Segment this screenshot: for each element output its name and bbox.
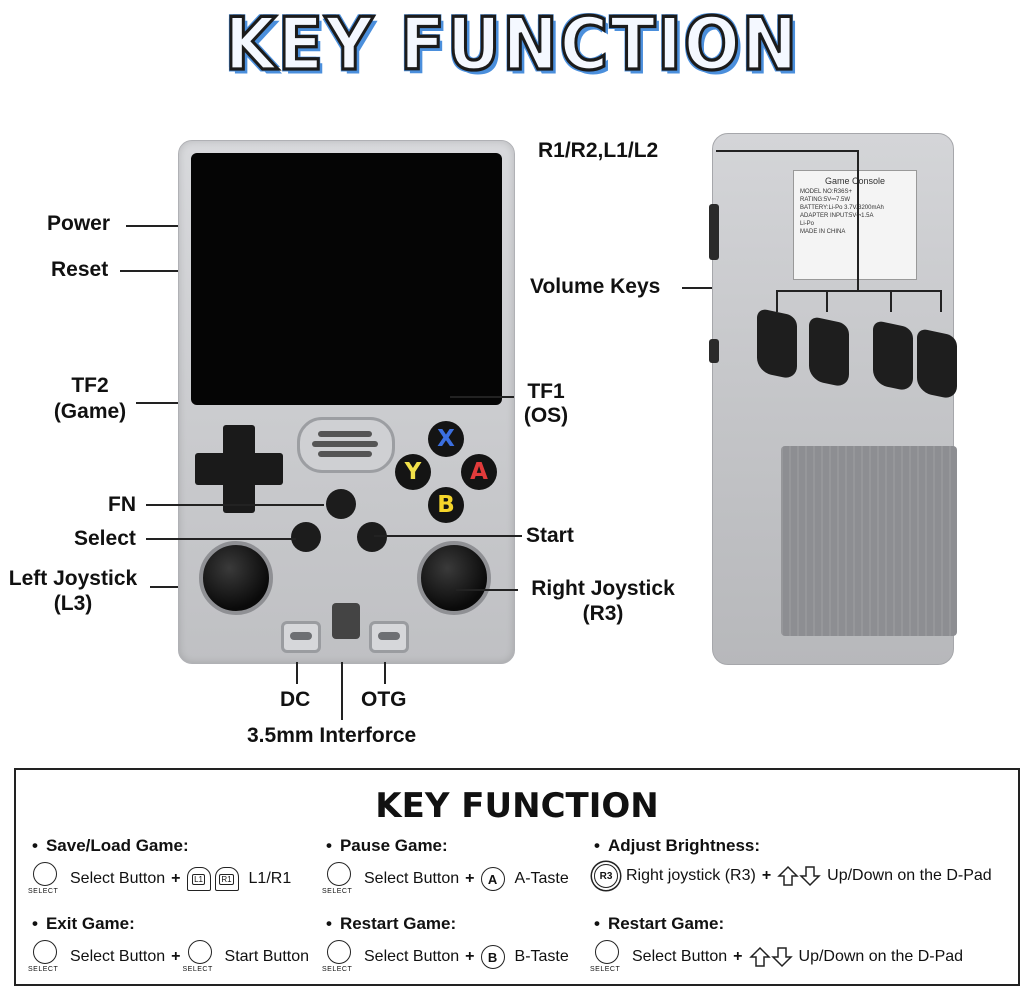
down-arrow-icon: [770, 947, 793, 968]
r1-trigger: [873, 319, 913, 393]
select-button-icon: SELECT: [590, 940, 620, 974]
battery-compartment: [781, 446, 957, 636]
select-button-icon: SELECT: [322, 940, 352, 974]
x-button: X: [428, 421, 464, 457]
shoulder-label: R1/R2,L1/L2: [538, 139, 659, 162]
dc-port: [281, 621, 321, 653]
box-title: KEY FUNCTION: [375, 786, 659, 826]
start-label: Start: [526, 524, 574, 547]
save-load-row: SELECT Select Button + L1 R1 L1/R1: [28, 862, 291, 896]
volume-label: Volume Keys: [530, 275, 661, 298]
exit-row: SELECT Select Button + SELECT Start Butt…: [28, 940, 309, 974]
right-joystick: [417, 541, 491, 615]
select-button-icon: SELECT: [322, 862, 352, 896]
front-device-image: X Y A B: [178, 140, 515, 664]
device-sticker: Game Console MODEL NO:R36S+ RATING:5V⎓7.…: [793, 170, 917, 280]
l1-button-icon: L1: [186, 867, 211, 891]
brightness-title: Adjust Brightness:: [594, 836, 760, 856]
page-title: KEY FUNCTION: [223, 0, 800, 88]
fn-label: FN: [108, 493, 136, 516]
a-button-icon: A: [480, 867, 505, 891]
start-button: [357, 522, 387, 552]
left-joystick-sub-label: (L3): [53, 592, 93, 615]
speaker-grille: [297, 417, 395, 473]
reset-label: Reset: [51, 258, 109, 281]
back-device-image: Game Console MODEL NO:R36S+ RATING:5V⎓7.…: [709, 133, 957, 665]
dc-label: DC: [280, 688, 311, 711]
select-button-icon: SELECT: [28, 862, 58, 896]
tf1-sub-label: (OS): [523, 404, 569, 427]
pause-row: SELECT Select Button + A A-Taste: [322, 862, 569, 896]
tf2-label: TF2: [71, 374, 109, 397]
left-joystick-label: Left Joystick: [8, 567, 138, 590]
l1-trigger: [809, 315, 849, 389]
brightness-row: R3 Right joystick (R3) + Up/Down on the …: [594, 864, 992, 888]
up-arrow-icon: [777, 865, 799, 886]
restart-row-2: SELECT Select Button + Up/Down on the D-…: [590, 940, 963, 974]
pause-title: Pause Game:: [326, 836, 448, 856]
side-port-small: [709, 339, 719, 363]
select-button-icon: SELECT: [28, 940, 58, 974]
restart-title-1: Restart Game:: [326, 914, 456, 934]
jack-label: 3.5mm Interforce: [247, 724, 417, 747]
select-button: [291, 522, 321, 552]
save-load-title: Save/Load Game:: [32, 836, 189, 856]
otg-label: OTG: [361, 688, 407, 711]
key-function-box: KEY FUNCTION Save/Load Game: SELECT Sele…: [14, 768, 1020, 986]
device-screen: [191, 153, 502, 405]
right-joystick-sub-label: (R3): [582, 602, 624, 625]
l2-trigger: [757, 307, 797, 381]
start-button-icon: SELECT: [183, 940, 213, 974]
restart-title-2: Restart Game:: [594, 914, 724, 934]
dpad-horizontal-icon: [195, 453, 283, 485]
left-joystick: [199, 541, 273, 615]
r2-trigger: [917, 327, 957, 401]
otg-port: [369, 621, 409, 653]
y-button: Y: [395, 454, 431, 490]
right-joystick-label: Right Joystick: [531, 577, 675, 600]
fn-button: [326, 489, 356, 519]
tf1-label: TF1: [527, 380, 565, 403]
r1-button-icon: R1: [214, 867, 239, 891]
audio-jack: [332, 603, 360, 639]
r3-button-icon: R3: [594, 864, 618, 888]
a-button: A: [461, 454, 497, 490]
down-arrow-icon: [799, 866, 821, 887]
restart-row-1: SELECT Select Button + B B-Taste: [322, 940, 569, 974]
select-label: Select: [74, 527, 136, 550]
exit-title: Exit Game:: [32, 914, 135, 934]
power-label: Power: [47, 212, 111, 235]
tf2-sub-label: (Game): [53, 400, 127, 423]
up-arrow-icon: [748, 946, 771, 967]
b-button-icon: B: [480, 945, 505, 969]
side-port: [709, 204, 719, 260]
b-button: B: [428, 487, 464, 523]
